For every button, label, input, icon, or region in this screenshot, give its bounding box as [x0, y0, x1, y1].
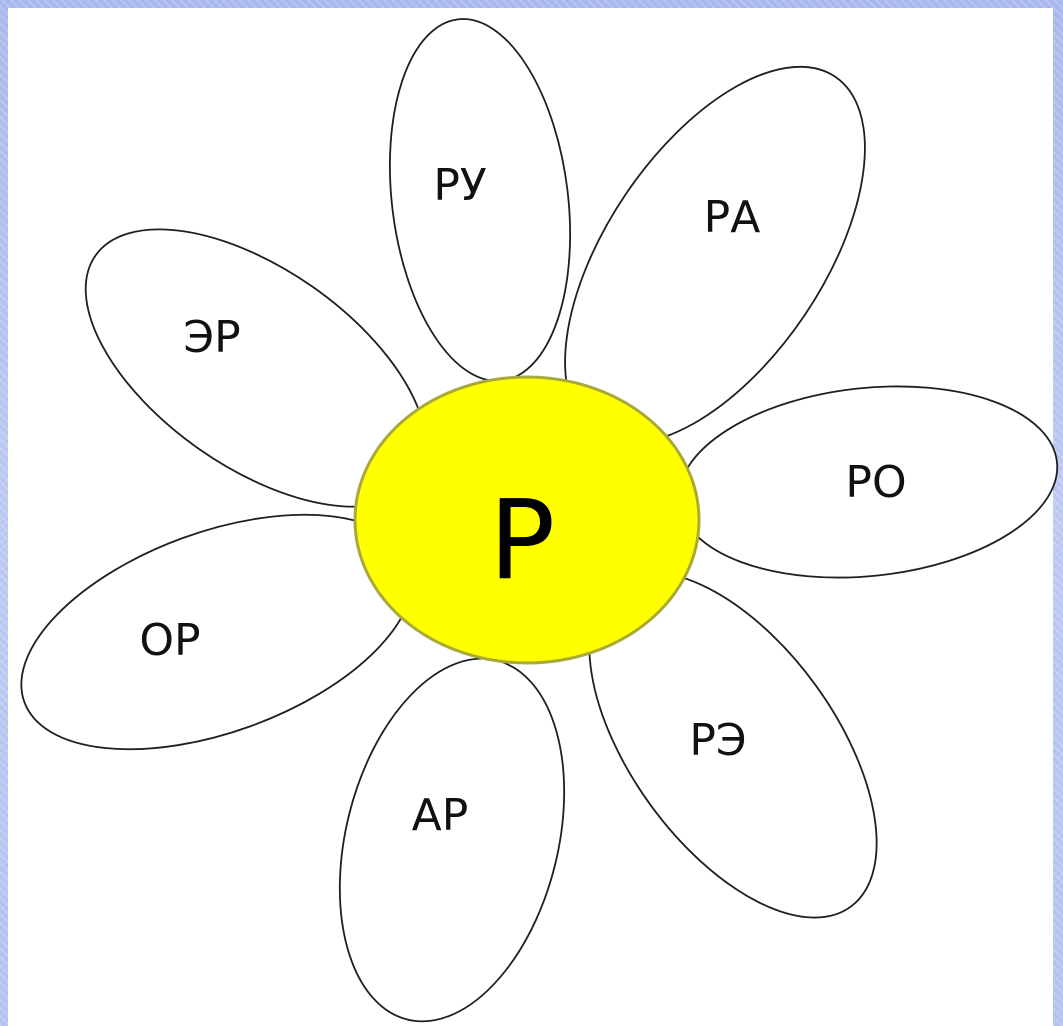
petal-ru-label: РУ: [433, 160, 487, 211]
petal-er-label: ЭР: [183, 312, 240, 363]
flower-center-label: Р: [489, 476, 555, 604]
petal-ar-label: АР: [412, 790, 469, 841]
petal-ar: АР: [304, 635, 599, 1026]
petal-ra-label: РА: [704, 192, 761, 243]
petal-ro-label: РО: [845, 457, 906, 508]
petal-ro: РО: [669, 369, 1063, 596]
petal-ru: РУ: [370, 9, 589, 392]
petal-or-label: ОР: [139, 615, 200, 666]
petal-re-label: РЭ: [689, 715, 746, 766]
flower-center: Р: [355, 377, 699, 663]
